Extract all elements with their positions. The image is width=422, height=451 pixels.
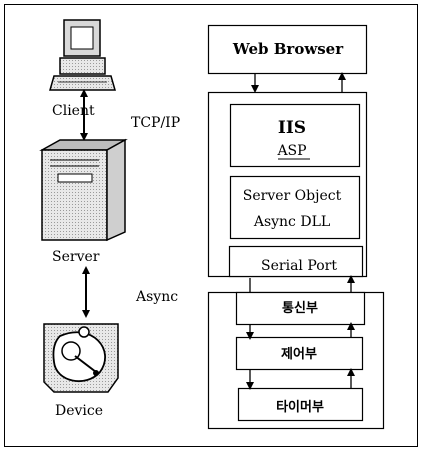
asp-label: ASP (277, 143, 307, 159)
control-unit-box (235, 336, 364, 371)
device-icon (43, 323, 119, 393)
timer-unit-label: 타이머부 (276, 400, 324, 415)
server-tower-icon (39, 138, 128, 242)
serial-port-label: Serial Port (261, 258, 337, 274)
control-unit-label: 제어부 (281, 347, 317, 362)
client-computer-icon (49, 19, 116, 91)
server-object-box (229, 175, 361, 240)
serial-port-box (228, 245, 364, 278)
timer-unit-box (237, 387, 364, 422)
comm-unit-label: 통신부 (282, 301, 318, 316)
iis-box (229, 103, 361, 168)
device-label: Device (55, 403, 104, 419)
server-object-label: Server Object (242, 188, 342, 204)
web-browser-box (207, 24, 368, 75)
server-label: Server (52, 249, 100, 265)
iis-label: IIS (277, 118, 307, 138)
async-label: Async (136, 289, 179, 305)
outer-frame (4, 4, 418, 447)
comm-unit-box (235, 291, 366, 326)
async-dll-label: Async DLL (253, 214, 331, 230)
web-browser-label: Web Browser (232, 40, 344, 58)
tcp-ip-label: TCP/IP (131, 115, 181, 131)
client-label: Client (52, 103, 95, 119)
